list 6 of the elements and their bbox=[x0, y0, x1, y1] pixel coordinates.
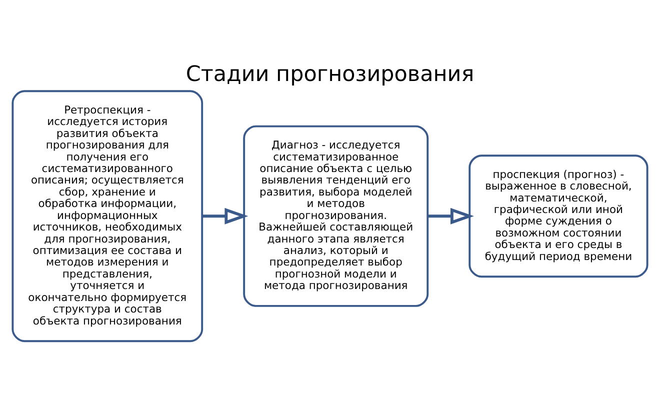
arrow bbox=[428, 207, 474, 224]
node-box: Ретроспекция - исследуется история развития объекта прогнозирования для получения его систематизированного описания; осуществляется сбор, хранение и обработка информации, информационных источников, необходимых для прогнозирования, оптимизация ее состава и методов измерения и представления, уточняется и окончательно формируется структура и состав объекта прогнозирования bbox=[12, 90, 204, 342]
diagram-title: Стадии прогнозирования bbox=[186, 61, 474, 86]
arrow bbox=[202, 207, 248, 224]
node-box: проспекция (прогноз) - выраженное в словесной, математической, графической или иной форме суждения о возможном состоянии объекта и его среды в будущий период времени bbox=[468, 154, 648, 278]
node-box: Диагноз - исследуется систематизированное описание объекта с целью выявления тенденций его развития, выбора моделей и методов прогнозирования. Важнейшей составляющей данного этапа является анализ, который и предопределяет выбор прогнозной модели и метода прогнозирования bbox=[243, 124, 429, 306]
